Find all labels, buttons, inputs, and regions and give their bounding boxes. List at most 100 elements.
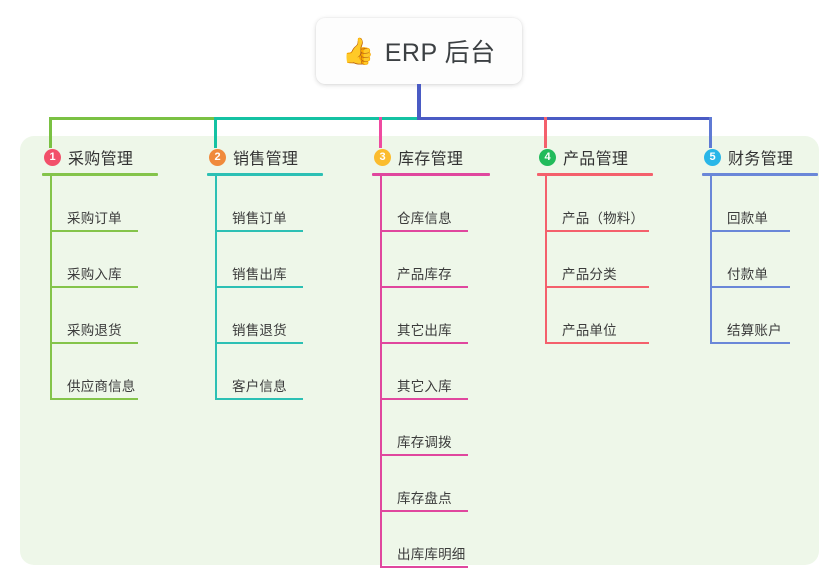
branch-header-1[interactable]: 1 采购管理	[42, 145, 158, 169]
leaf-underline	[380, 510, 468, 512]
branch-spine	[380, 176, 382, 568]
leaf-node[interactable]: 其它出库	[380, 288, 490, 344]
branch-drop-2	[214, 117, 217, 148]
leaf-node[interactable]: 产品（物料）	[545, 176, 653, 232]
leaf-node[interactable]: 采购入库	[50, 232, 158, 288]
leaf-node[interactable]: 结算账户	[710, 288, 818, 344]
bus-segment-2	[215, 117, 419, 120]
leaf-underline	[380, 398, 468, 400]
leaf-label: 仓库信息	[397, 211, 452, 226]
branch-column-4: 4 产品管理产品（物料） 产品分类产品单位	[537, 145, 653, 344]
branch-spine	[710, 176, 712, 344]
leaf-underline	[215, 286, 303, 288]
leaf-node[interactable]: 销售退货	[215, 288, 323, 344]
leaf-label: 采购订单	[67, 211, 122, 226]
branch-title: 库存管理	[398, 151, 464, 168]
leaf-underline	[380, 342, 468, 344]
leaf-underline	[50, 342, 138, 344]
branch-column-1: 1 采购管理采购订单采购入库采购退货供应商信息	[42, 145, 158, 400]
leaf-label: 采购退货	[67, 323, 122, 338]
branch-items: 采购订单采购入库采购退货供应商信息	[42, 176, 158, 400]
branch-spine	[545, 176, 547, 344]
diagram-panel	[20, 136, 819, 565]
branch-underline	[207, 173, 323, 176]
branch-title: 财务管理	[728, 151, 794, 168]
leaf-label: 产品库存	[397, 267, 452, 282]
branch-column-3: 3 库存管理仓库信息产品库存其它出库其它入库库存调拨库存盘点出库库明细	[372, 145, 490, 568]
bus-segment-1	[50, 117, 215, 120]
leaf-underline	[215, 230, 303, 232]
leaf-node[interactable]: 产品分类	[545, 232, 653, 288]
leaf-underline	[50, 286, 138, 288]
branch-spine	[215, 176, 217, 400]
root-node[interactable]: 👍 ERP 后台	[316, 18, 522, 84]
leaf-node[interactable]: 产品单位	[545, 288, 653, 344]
leaf-node[interactable]: 回款单	[710, 176, 818, 232]
branch-title: 采购管理	[68, 151, 134, 168]
leaf-label: 回款单	[727, 211, 769, 226]
branch-title: 产品管理	[563, 151, 629, 168]
branch-header-4[interactable]: 4 产品管理	[537, 145, 653, 169]
leaf-underline	[380, 454, 468, 456]
branch-column-5: 5 财务管理回款单付款单结算账户	[702, 145, 818, 344]
leaf-underline	[215, 342, 303, 344]
branch-drop-1	[49, 117, 52, 148]
branch-header-3[interactable]: 3 库存管理	[372, 145, 490, 169]
branch-items: 仓库信息产品库存其它出库其它入库库存调拨库存盘点出库库明细	[372, 176, 490, 568]
branch-number-badge: 4	[539, 148, 556, 166]
leaf-node[interactable]: 库存调拨	[380, 400, 490, 456]
leaf-node[interactable]: 销售出库	[215, 232, 323, 288]
root-stem	[417, 84, 421, 120]
leaf-underline	[215, 398, 303, 400]
leaf-label: 结算账户	[727, 323, 782, 338]
leaf-label: 销售订单	[232, 211, 287, 226]
branch-items: 回款单付款单结算账户	[702, 176, 818, 344]
branch-underline	[537, 173, 653, 176]
leaf-underline	[380, 286, 468, 288]
leaf-node[interactable]: 销售订单	[215, 176, 323, 232]
branch-underline	[42, 173, 158, 176]
leaf-underline	[380, 230, 468, 232]
branch-drop-5	[709, 117, 712, 148]
leaf-underline	[50, 230, 138, 232]
leaf-underline	[545, 342, 649, 344]
leaf-label: 采购入库	[67, 267, 122, 282]
leaf-underline	[545, 286, 649, 288]
bus-segment-3	[417, 117, 712, 120]
leaf-label: 供应商信息	[67, 379, 136, 394]
leaf-underline	[380, 566, 468, 568]
leaf-label: 其它出库	[397, 323, 452, 338]
thumbs-up-icon: 👍	[342, 36, 375, 66]
branch-number-badge: 2	[209, 148, 226, 166]
branch-number-badge: 1	[44, 148, 61, 166]
leaf-node[interactable]: 库存盘点	[380, 456, 490, 512]
leaf-underline	[50, 398, 138, 400]
leaf-node[interactable]: 仓库信息	[380, 176, 490, 232]
branch-drop-4	[544, 117, 547, 148]
leaf-label: 产品分类	[562, 267, 617, 282]
branch-underline	[702, 173, 818, 176]
leaf-label: 其它入库	[397, 379, 452, 394]
leaf-node[interactable]: 供应商信息	[50, 344, 158, 400]
leaf-node[interactable]: 付款单	[710, 232, 818, 288]
leaf-node[interactable]: 客户信息	[215, 344, 323, 400]
leaf-node[interactable]: 产品库存	[380, 232, 490, 288]
branch-number-badge: 3	[374, 148, 391, 166]
leaf-label: 库存调拨	[397, 435, 452, 450]
leaf-underline	[710, 286, 790, 288]
leaf-node[interactable]: 采购订单	[50, 176, 158, 232]
root-title: ERP 后台	[384, 39, 496, 67]
leaf-node[interactable]: 出库库明细	[380, 512, 490, 568]
leaf-underline	[710, 342, 790, 344]
leaf-node[interactable]: 其它入库	[380, 344, 490, 400]
leaf-label: 出库库明细	[397, 547, 466, 562]
leaf-label: 库存盘点	[397, 491, 452, 506]
leaf-node[interactable]: 采购退货	[50, 288, 158, 344]
branch-number-badge: 5	[704, 148, 721, 166]
branch-header-5[interactable]: 5 财务管理	[702, 145, 818, 169]
leaf-label: 产品（物料）	[562, 211, 645, 226]
leaf-label: 销售出库	[232, 267, 287, 282]
